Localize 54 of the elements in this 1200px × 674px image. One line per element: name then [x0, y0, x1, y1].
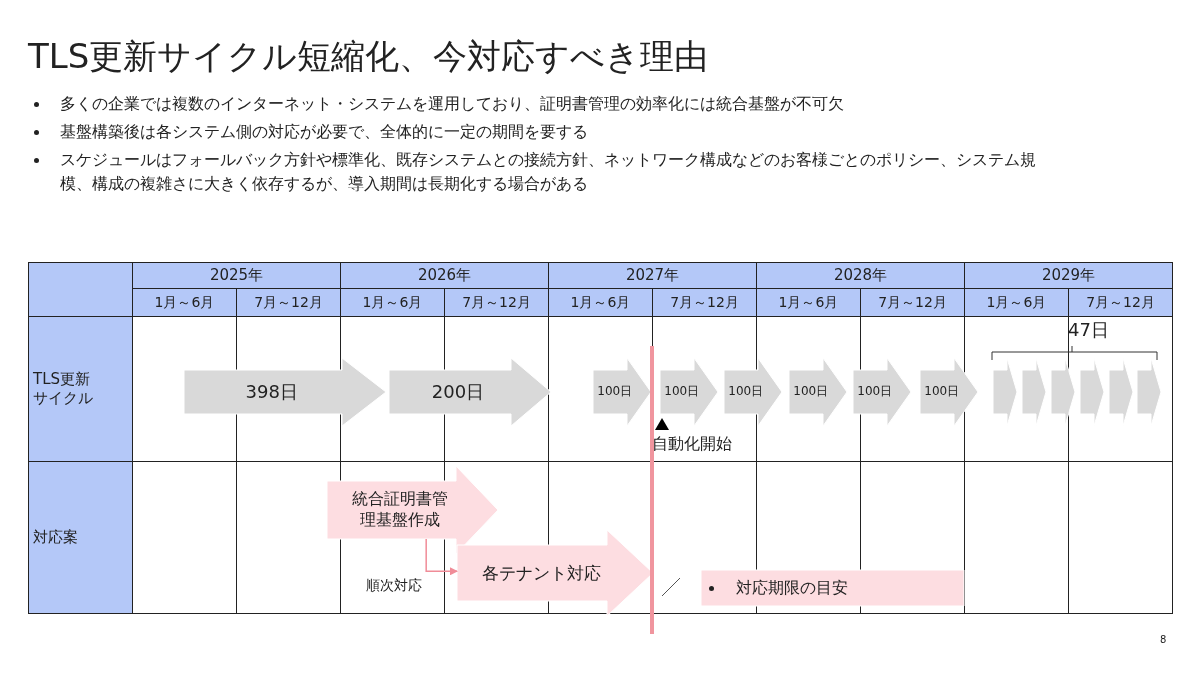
month-header: 1月～6月 — [964, 288, 1069, 317]
month-header: 1月～6月 — [340, 288, 445, 317]
bullet-text: 基盤構築後は各システム側の対応が必要で、全体的に一定の期間を要する — [30, 120, 1040, 144]
note-text: 順次対応 — [366, 577, 422, 595]
phase-block — [920, 358, 978, 426]
phase-label: 100日 — [792, 383, 830, 401]
row-header: TLS更新サイクル — [28, 316, 133, 462]
year-header: 2025年 — [132, 262, 341, 289]
month-header: 7月～12月 — [652, 288, 757, 317]
page-number: 8 — [1160, 634, 1167, 645]
phase-block — [593, 358, 651, 426]
cycle-block — [1051, 358, 1075, 426]
phase-label: 各テナント対応 — [480, 561, 602, 585]
cycle-block — [1022, 358, 1046, 426]
cycle-block — [1109, 358, 1133, 426]
month-header: 7月～12月 — [860, 288, 965, 317]
month-header: 1月～6月 — [756, 288, 861, 317]
phase-block — [789, 358, 847, 426]
phase-block — [389, 358, 551, 426]
cycle-block — [993, 358, 1017, 426]
phase-block — [184, 358, 386, 426]
phase-label: 統合証明書管理基盤作成 — [350, 488, 449, 531]
cycle-block — [1080, 358, 1104, 426]
phase-label: 100日 — [923, 383, 961, 401]
phase-label: 100日 — [856, 383, 894, 401]
month-header: 7月～12月 — [444, 288, 549, 317]
milestone-label: 自動化開始 — [652, 434, 732, 455]
bullet-text: 多くの企業では複数のインターネット・システムを運用しており、証明書管理の効率化には統合基盤が不可欠 — [30, 92, 1040, 116]
phase-label: 100日 — [596, 383, 634, 401]
phase-label: 398日 — [244, 380, 299, 405]
year-header: 2027年 — [548, 262, 757, 289]
phase-block — [457, 530, 653, 616]
month-header: 7月～12月 — [1068, 288, 1173, 317]
phase-label: 100日 — [727, 383, 765, 401]
month-header: 7月～12月 — [236, 288, 341, 317]
phase-label: 100日 — [663, 383, 701, 401]
phase-block — [724, 358, 782, 426]
year-header: 2028年 — [756, 262, 965, 289]
slide-title: TLS更新サイクル短縮化、今対応すべき理由 — [28, 35, 709, 78]
phase-label: 対応期限の目安 — [701, 576, 848, 600]
month-header: 1月～6月 — [548, 288, 653, 317]
row-header: 対応案 — [28, 461, 133, 614]
year-header: 2026年 — [340, 262, 549, 289]
bullet-text: スケジュールはフォールバック方針や標準化、既存システムとの接続方針、ネットワーク構成などのお客様ごとのポリシー、システム規模、構成の複雑さに大きく依存するが、導入期間は長期化する場合がある — [30, 148, 1040, 196]
duration-label: 47日 — [1068, 318, 1109, 342]
phase-label: 200日 — [430, 380, 486, 405]
connector-arrow — [425, 538, 458, 576]
deadline-bar — [701, 570, 964, 606]
phase-block — [853, 358, 911, 426]
cycle-block — [1137, 358, 1161, 426]
phase-block — [327, 466, 498, 554]
year-header: 2029年 — [964, 262, 1173, 289]
phase-block — [660, 358, 718, 426]
month-header: 1月～6月 — [132, 288, 237, 317]
